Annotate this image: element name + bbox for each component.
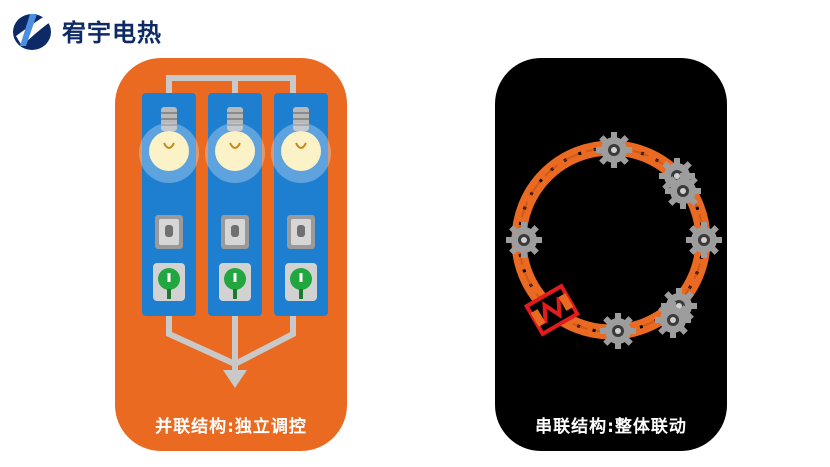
series-caption: 串联结构:整体联动 [535,417,687,437]
brand-logo: 宥宇电热 [10,6,162,54]
logo-mark-icon [13,10,54,50]
power-button-icon [153,263,185,301]
gear-icon [596,132,632,168]
parallel-diagram [139,75,331,388]
toggle-switch-icon [155,215,183,249]
circuit-column-1 [139,93,199,316]
toggle-switch-icon [287,215,315,249]
warning-sign-icon [523,283,581,337]
gear-icon [600,313,636,349]
toggle-switch-icon [221,215,249,249]
arrow-head-icon [223,370,247,388]
parallel-panel: 并联结构:独立调控 [115,58,347,451]
gear-icon [665,173,701,209]
series-diagram [506,132,722,349]
power-button-icon [285,263,317,301]
circuit-column-3 [271,93,331,316]
bulb-icon [271,107,331,183]
series-panel: 串联结构:整体联动 [495,58,727,451]
bulb-icon [139,107,199,183]
gear-icon [686,222,722,258]
bottom-arrows [166,316,296,370]
power-button-icon [219,263,251,301]
gear-icon [655,302,691,338]
brand-name: 宥宇电热 [62,18,162,47]
circuit-column-2 [205,93,265,316]
bulb-icon [205,107,265,183]
gear-icon [506,222,542,258]
parallel-caption: 并联结构:独立调控 [155,417,307,437]
